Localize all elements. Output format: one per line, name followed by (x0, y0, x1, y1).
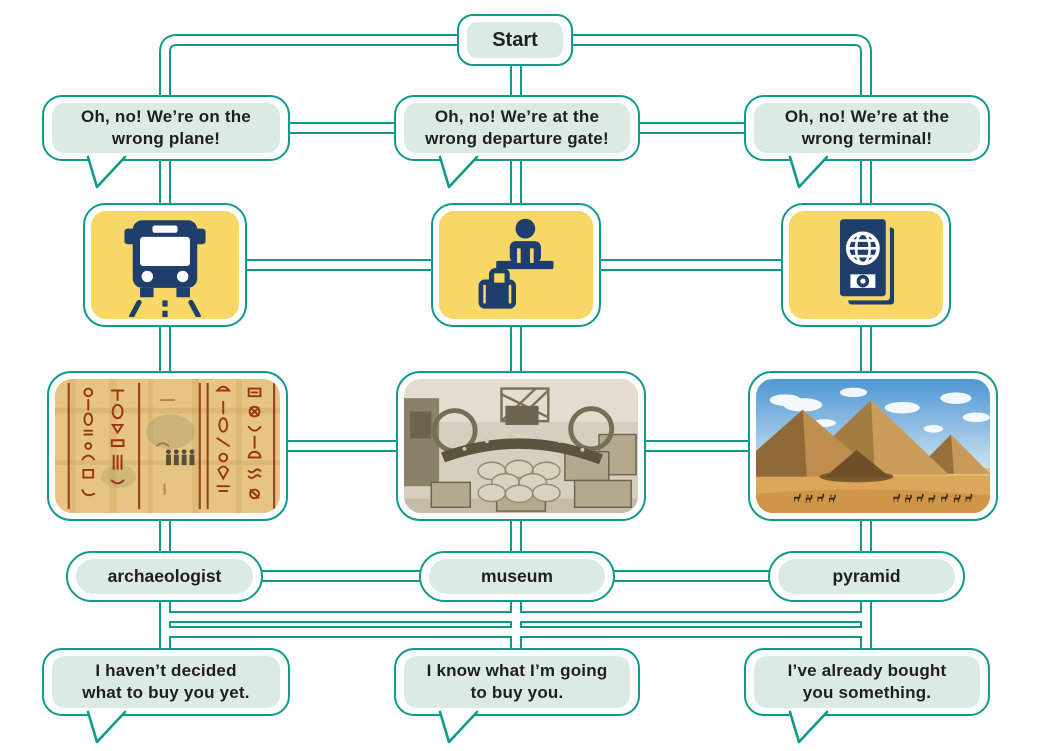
speech-line: wrong departure gate! (425, 129, 609, 148)
start-node: Start (457, 14, 573, 66)
speech-line: wrong terminal! (801, 129, 933, 148)
photo-pyramids (748, 371, 998, 521)
pyramids-image (756, 379, 990, 513)
speech-line: I haven’t decided (95, 660, 237, 680)
speech-line: you something. (802, 683, 932, 702)
speech-line: I know what I’m going (426, 660, 608, 680)
speech-bubble-havent-decided: I haven’t decided what to buy you yet. (42, 648, 290, 716)
card-check-in-background (439, 211, 593, 319)
card-check-in-desk (431, 203, 601, 327)
hieroglyphics-image (55, 379, 280, 513)
speech-line: what to buy you yet. (82, 683, 250, 702)
speech-line: Oh, no! We’re on the (81, 106, 251, 126)
speech-bubble-wrong-plane: Oh, no! We’re on the wrong plane! (42, 95, 290, 161)
museum-image (404, 379, 638, 513)
speech-text: I haven’t decided what to buy you yet. (52, 656, 280, 708)
speech-line: to buy you. (470, 683, 564, 702)
speech-tail (438, 710, 479, 744)
start-label: Start (467, 22, 563, 58)
photo-hieroglyphics (47, 371, 288, 521)
speech-bubble-know-what: I know what I’m going to buy you. (394, 648, 640, 716)
speech-text: Oh, no! We’re on the wrong plane! (52, 103, 280, 153)
speech-line: Oh, no! We’re at the (434, 106, 600, 126)
speech-line: I’ve already bought (787, 660, 947, 680)
label-archaeologist: archaeologist (66, 551, 263, 602)
speech-bubble-wrong-gate: Oh, no! We’re at the wrong departure gat… (394, 95, 640, 161)
speech-line: Oh, no! We’re at the (784, 106, 950, 126)
word-label-text: museum (429, 559, 605, 594)
speech-text: I know what I’m going to buy you. (404, 656, 630, 708)
speech-tail (788, 155, 829, 189)
label-museum: museum (419, 551, 615, 602)
speech-text: Oh, no! We’re at the wrong terminal! (754, 103, 980, 153)
word-label-text: pyramid (778, 559, 955, 594)
bus-icon (124, 220, 206, 317)
speech-line: wrong plane! (111, 129, 221, 148)
speech-tail (438, 155, 479, 189)
label-pyramid: pyramid (768, 551, 965, 602)
passport-icon (840, 219, 895, 305)
card-bus (83, 203, 247, 327)
speech-text: I’ve already bought you something. (754, 656, 980, 708)
card-bus-background (91, 211, 239, 319)
speech-tail (86, 710, 127, 744)
speech-tail (788, 710, 829, 744)
word-label-text: archaeologist (76, 559, 253, 594)
speech-tail (86, 155, 127, 189)
photo-museum (396, 371, 646, 521)
speech-bubble-already-bought: I’ve already bought you something. (744, 648, 990, 716)
check-in-desk-icon (478, 218, 554, 309)
speech-text: Oh, no! We’re at the wrong departure gat… (404, 103, 630, 153)
card-passport (781, 203, 951, 327)
speech-bubble-wrong-terminal: Oh, no! We’re at the wrong terminal! (744, 95, 990, 161)
card-passport-background (789, 211, 943, 319)
